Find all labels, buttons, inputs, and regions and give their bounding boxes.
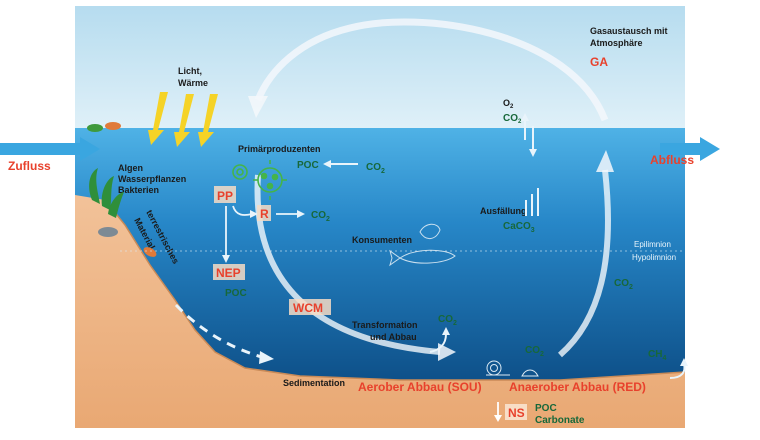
co2-bottom-label: CO2 [525, 345, 544, 358]
ns-code: NS [508, 406, 525, 420]
o2-label: O2 [503, 98, 514, 110]
gas-exchange-label-1: Gasaustausch mit [590, 26, 668, 36]
leaf-icon [143, 247, 157, 257]
sunlight-rays [148, 92, 218, 147]
algae-label: Algen [118, 163, 143, 173]
wcm-box [289, 299, 331, 315]
inflow-arrow [0, 137, 100, 161]
sedimentation-arrowhead [259, 351, 274, 364]
poc-nep-label: POC [225, 288, 247, 299]
outflow-arrow [660, 137, 720, 161]
transform-co2-arrow [429, 333, 447, 353]
co2-top-label: CO2 [366, 162, 385, 175]
co2-transform-label: CO2 [438, 314, 457, 327]
stone-icon [98, 227, 118, 237]
gas-up-arrowhead [521, 113, 529, 121]
pp-code: PP [217, 189, 233, 203]
bacteria-label: Bakterien [118, 185, 159, 195]
lake-bottom-line [104, 199, 686, 381]
gas-exchange-arrows [524, 120, 534, 150]
algae-icon [232, 160, 287, 200]
plants-label: Wasserpflanzen [118, 174, 186, 184]
shell-icon [521, 369, 539, 377]
circulation-arrow-right-head [596, 150, 614, 172]
ns-box [505, 404, 527, 420]
nep-box [213, 264, 245, 280]
gas-down-arrowhead [529, 149, 537, 157]
snail-icon [486, 360, 510, 376]
sediment-layer [75, 195, 685, 428]
inflow-label: Zufluss [8, 159, 51, 173]
precipitation-label: Ausfällung [480, 206, 527, 216]
precipitation-arrows [525, 188, 539, 216]
circulation-arrow-top [254, 18, 609, 122]
co2-gas-label: CO2 [503, 113, 522, 125]
primary-producers-label: Primärproduzenten [238, 144, 321, 154]
ns-arrowhead [494, 415, 502, 422]
co2-r-label: CO2 [311, 210, 330, 223]
circulation-arrow-right [558, 169, 611, 358]
light-label: Licht, [178, 66, 202, 76]
circulation-arrow-top-head [248, 96, 268, 118]
fish-icon [389, 223, 456, 267]
outflow-label: Abfluss [650, 153, 694, 167]
caco3-label: CaCO3 [503, 221, 535, 234]
nep-code: NEP [216, 266, 241, 280]
r-code: R [260, 207, 269, 221]
co2-to-poc-arrowhead [323, 160, 331, 168]
pp-to-nep-arrowhead [222, 255, 230, 263]
pp-to-r-arrowhead [250, 210, 258, 218]
transform-co2-arrowhead [442, 327, 450, 335]
anaerobic-label: Anaerober Abbau (RED) [509, 380, 646, 394]
pp-to-r-arrow [232, 205, 253, 216]
carbonate-label: Carbonate [535, 415, 585, 426]
leaf-icon [87, 124, 103, 132]
sedimentation-label: Sedimentation [283, 378, 345, 388]
ga-code: GA [590, 55, 608, 69]
r-to-co2-arrowhead [297, 210, 305, 218]
warmth-label: Wärme [178, 78, 208, 88]
r-box [257, 205, 271, 221]
co2-right-label: CO2 [614, 278, 633, 291]
leaf-icon [105, 122, 121, 130]
wcm-code: WCM [293, 301, 323, 315]
sedimentation-dashed-arrow [174, 303, 263, 359]
ch4-arrowhead [680, 358, 688, 366]
poc-top-label: POC [297, 160, 319, 171]
poc-ns-label: POC [535, 403, 557, 414]
hypolimnion-label: Hypolimnion [632, 253, 676, 262]
epilimnion-label: Epilimnion [634, 240, 671, 249]
transformation-label-2: und Abbau [370, 332, 417, 342]
pp-box [214, 186, 236, 203]
transformation-label-1: Transformation [352, 320, 418, 330]
aerobic-label: Aerober Abbau (SOU) [358, 380, 482, 394]
ch4-label: CH4 [648, 349, 666, 362]
consumers-label: Konsumenten [352, 235, 412, 245]
circulation-arrow-bottom-head [438, 343, 456, 361]
gas-exchange-label-2: Atmosphäre [590, 38, 643, 48]
water-plants-icon [89, 168, 124, 218]
